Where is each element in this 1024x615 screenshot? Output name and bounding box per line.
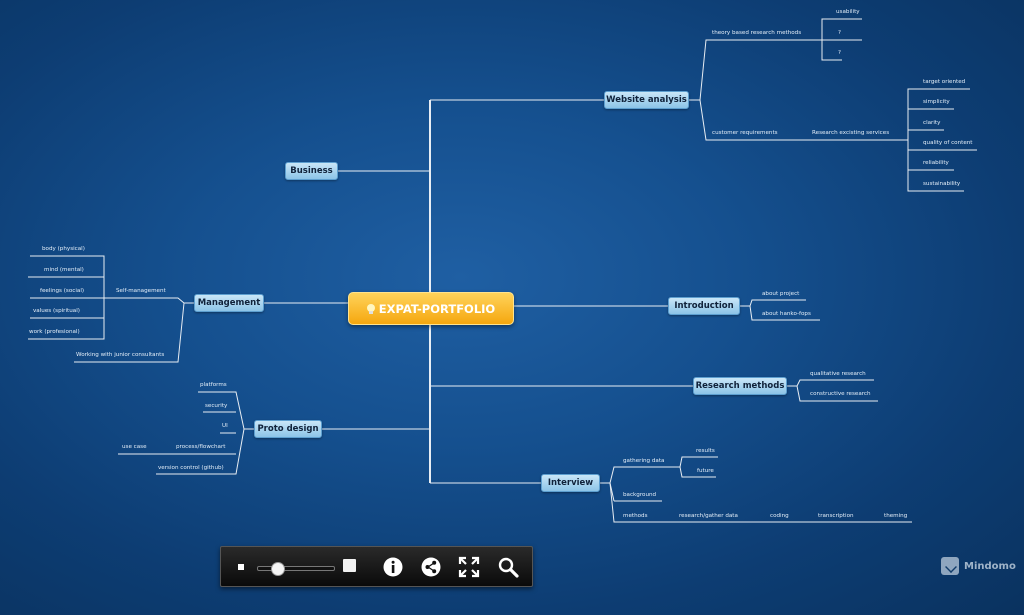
subtopic-version-control[interactable]: version control (github): [158, 465, 224, 471]
subtopic-feelings[interactable]: feelings (social): [40, 288, 85, 294]
subtopic-target-oriented[interactable]: target oriented: [923, 79, 966, 85]
subtopic-about-hanko[interactable]: about hanko-fops: [762, 311, 811, 317]
subtopic-mind[interactable]: mind (mental): [44, 267, 84, 273]
topic-introduction-label: Introduction: [674, 301, 734, 311]
subtopic-values[interactable]: values (spiritual): [33, 308, 80, 314]
topic-research-methods[interactable]: Research methods: [693, 377, 787, 395]
central-topic-label: EXPAT-PORTFOLIO: [378, 301, 496, 316]
subtopic-transcription[interactable]: transcription: [818, 513, 854, 519]
subtopic-usability[interactable]: usability: [836, 9, 860, 15]
topic-management[interactable]: Management: [194, 294, 264, 312]
search-icon[interactable]: [497, 556, 519, 578]
topic-website-analysis[interactable]: Website analysis: [604, 91, 689, 109]
mindomo-brand[interactable]: Mindomo: [941, 557, 1016, 575]
subtopic-junior-consultants[interactable]: Working with junior consultants: [76, 352, 165, 358]
subtopic-coding[interactable]: coding: [770, 513, 789, 519]
subtopic-background[interactable]: background: [623, 492, 657, 498]
topic-proto-design[interactable]: Proto design: [254, 420, 322, 438]
subtopic-qualitative-research[interactable]: qualitative research: [810, 371, 866, 377]
zoom-out-icon[interactable]: [238, 564, 244, 570]
fullscreen-icon[interactable]: [458, 556, 480, 578]
subtopic-use-case[interactable]: use case: [122, 444, 147, 450]
subtopic-simplicity[interactable]: simplicity: [923, 99, 950, 105]
subtopic-quality-of-content[interactable]: quality of content: [923, 140, 973, 146]
topic-introduction[interactable]: Introduction: [668, 297, 740, 315]
subtopic-theory[interactable]: theory based research methods: [712, 30, 802, 36]
subtopic-clarity[interactable]: clarity: [923, 120, 941, 126]
mindomo-logo-icon: [941, 557, 959, 575]
subtopic-sustainability[interactable]: sustainability: [923, 181, 961, 187]
central-topic[interactable]: EXPAT-PORTFOLIO: [348, 292, 514, 325]
subtopic-security[interactable]: security: [205, 403, 228, 409]
zoom-slider[interactable]: [257, 562, 335, 576]
lightbulb-icon: [366, 303, 375, 314]
subtopic-theming[interactable]: theming: [884, 513, 908, 519]
subtopic-about-project[interactable]: about project: [762, 291, 800, 297]
subtopic-gathering-data[interactable]: gathering data: [623, 458, 665, 464]
topic-interview[interactable]: Interview: [541, 474, 600, 492]
subtopic-self-management[interactable]: Self-management: [116, 288, 166, 294]
subtopic-ui[interactable]: UI: [222, 423, 228, 429]
subtopic-customer-requirements[interactable]: customer requirements: [712, 130, 778, 136]
brand-name: Mindomo: [964, 560, 1016, 572]
subtopic-research-gather-data[interactable]: research/gather data: [679, 513, 738, 519]
subtopic-work[interactable]: work (profesional): [29, 329, 80, 335]
subtopic-body[interactable]: body (physical): [42, 246, 85, 252]
subtopic-question-2[interactable]: ?: [838, 50, 841, 56]
topic-business-label: Business: [290, 166, 333, 176]
subtopic-question-1[interactable]: ?: [838, 30, 841, 36]
subtopic-constructive-research[interactable]: constructive research: [810, 391, 871, 397]
topic-research-methods-label: Research methods: [695, 381, 785, 391]
share-icon[interactable]: [420, 556, 442, 578]
subtopic-platforms[interactable]: platforms: [200, 382, 227, 388]
viewer-toolbar: [220, 546, 533, 587]
topic-website-analysis-label: Website analysis: [606, 95, 687, 105]
topic-management-label: Management: [197, 298, 261, 308]
zoom-in-icon[interactable]: [343, 559, 356, 572]
subtopic-research-existing[interactable]: Research excisting services: [812, 130, 890, 136]
subtopic-results[interactable]: results: [696, 448, 715, 454]
topic-business[interactable]: Business: [285, 162, 338, 180]
zoom-slider-handle[interactable]: [271, 562, 285, 576]
topic-proto-design-label: Proto design: [257, 424, 319, 434]
subtopic-future[interactable]: future: [697, 468, 714, 474]
subtopic-methods[interactable]: methods: [623, 513, 648, 519]
subtopic-process-flowchart[interactable]: process/flowchart: [176, 444, 226, 450]
subtopic-reliability[interactable]: reliability: [923, 160, 949, 166]
info-icon[interactable]: [382, 556, 404, 578]
topic-interview-label: Interview: [547, 478, 594, 488]
